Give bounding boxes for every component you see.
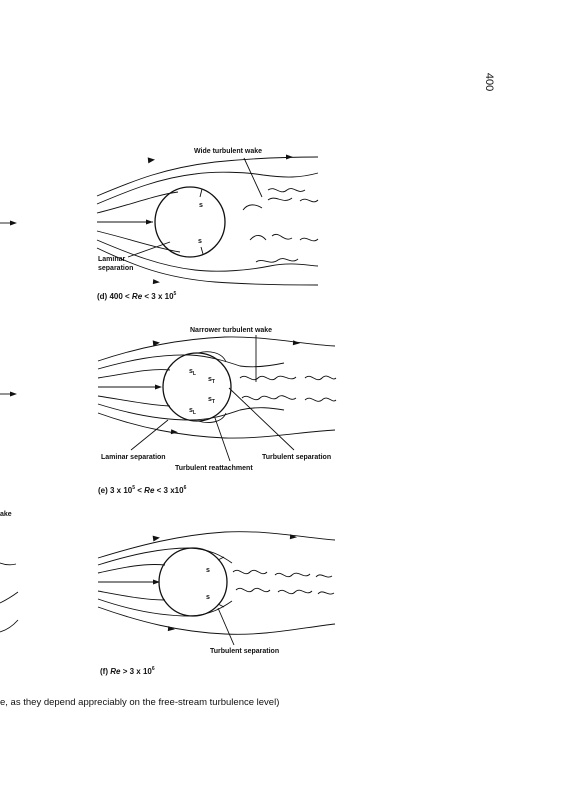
reattachment-label-e: Turbulent reattachment [175,465,253,472]
s-laminar-bottom-e: sL [189,407,196,416]
laminar-label-d-line1: Laminar [98,256,126,263]
wake-label-e: Narrower turbulent wake [190,327,272,334]
left-fragments: ake [0,220,19,633]
panel-e: sL sT sT sL Narrower turbulent wake Lami… [97,327,337,495]
caption-e: (e) 3 x 105 < Re < 3 x106 [98,485,187,495]
s-turbulent-top-e: sT [208,376,215,385]
separation-point-bottom-f: s [206,594,210,601]
laminar-label-d-line2: separation [98,265,133,272]
panel-f: s s Turbulent separation (f) Re > 3 x 10… [97,531,336,676]
separation-point-top-f: s [206,567,210,574]
turbulent-sep-label-f: Turbulent separation [210,648,279,655]
laminar-sep-label-e: Laminar separation [101,454,166,461]
cut-wake-label: ake [0,511,12,518]
s-turbulent-bottom-e: sT [208,396,215,405]
panel-d: s s Wide turbulent wake Laminar separati… [96,148,319,301]
footer-caption: e, as they depend appreciably on the fre… [0,697,279,708]
page-number: 400 [483,73,495,91]
cylinder-e [162,352,232,422]
s-laminar-top-e: sL [189,368,196,377]
wake-label-d: Wide turbulent wake [194,148,262,155]
turbulent-sep-label-e: Turbulent separation [262,454,331,461]
caption-f: (f) Re > 3 x 106 [100,666,155,676]
cylinder-d [154,186,226,258]
caption-d: (d) 400 < Re < 3 x 105 [97,291,177,301]
cylinder-f [158,547,228,617]
separation-point-top-d: s [199,202,203,209]
separation-point-bottom-d: s [198,238,202,245]
